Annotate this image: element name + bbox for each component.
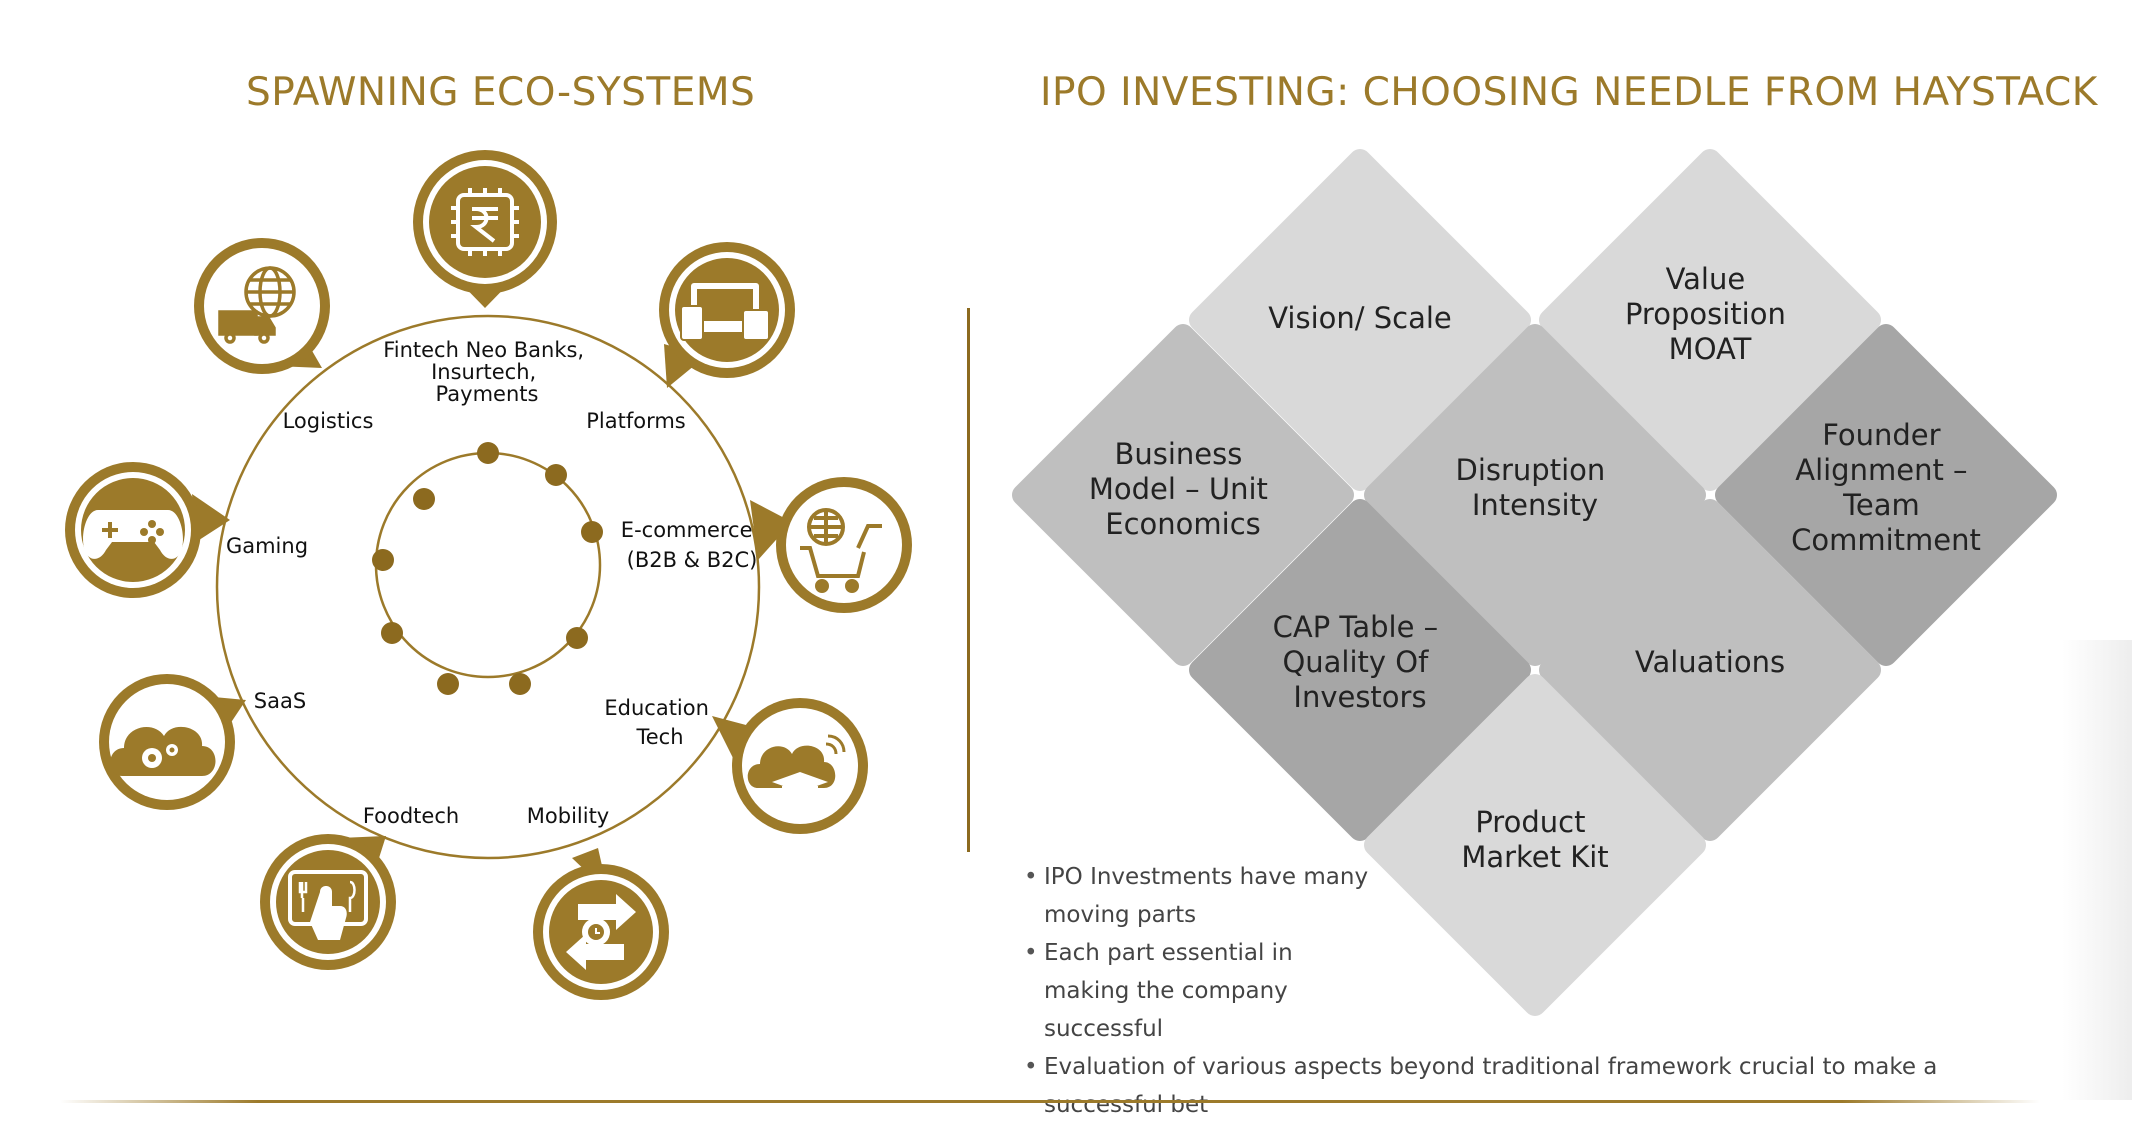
label-ecommerce: E-commerce (B2B & B2C) <box>621 518 759 572</box>
logistics-pin <box>194 238 330 374</box>
inner-dot <box>437 673 459 695</box>
inner-dot <box>372 549 394 571</box>
bullet-item: Each part essential in making the compan… <box>1024 934 2044 1048</box>
svg-text:Disruption Intensity: Disruption Intensity <box>1456 453 1615 522</box>
label-foodtech: Foodtech <box>363 804 459 828</box>
decorative-background-fade <box>2062 640 2132 1100</box>
inner-dot <box>381 622 403 644</box>
cloud-gears-icon <box>110 726 216 776</box>
label-education: Education Tech <box>604 696 715 749</box>
svg-text:Business Model – Unit: Business Model – Unit Economics <box>1089 437 1277 541</box>
label-fintech: Fintech Neo Banks, Insurtech, Payments <box>383 338 591 406</box>
bullet-item: Evaluation of various aspects beyond tra… <box>1024 1048 2044 1124</box>
svg-text:Founder Alignment –: Founder Alignment – Team Commitment <box>1791 418 1981 557</box>
svg-text:CAP Table – Quality Of: CAP Table – Quality Of Investors <box>1273 610 1448 714</box>
label-platforms: Platforms <box>586 409 686 433</box>
diamond-vision: Vision/ Scale <box>1189 149 1531 491</box>
bottom-divider <box>60 1100 2040 1103</box>
education-pin <box>712 698 868 834</box>
foodtech-pin <box>260 834 396 970</box>
label-saas: SaaS <box>254 689 306 713</box>
truck-globe-icon <box>218 266 296 344</box>
cloud-graduation-icon <box>747 734 846 801</box>
diamond-disruption: Disruption Intensity <box>1364 324 1706 666</box>
cart-globe-icon <box>800 508 882 593</box>
devices-icon <box>680 283 770 341</box>
svg-text:Valuations: Valuations <box>1635 645 1785 679</box>
label-mobility: Mobility <box>527 804 609 828</box>
label-gaming: Gaming <box>226 534 308 558</box>
diamond-cap-table: CAP Table – Quality Of Investors <box>1189 499 1531 841</box>
ipo-title: IPO INVESTING: CHOOSING NEEDLE FROM HAYS… <box>1040 70 2098 115</box>
svg-text:Vision/ Scale: Vision/ Scale <box>1268 301 1452 335</box>
diamond-founder: Founder Alignment – Team Commitment <box>1715 324 2057 666</box>
vertical-divider <box>967 308 970 852</box>
platforms-pin <box>659 242 795 388</box>
bullet-item: IPO Investments have many moving parts <box>1024 858 2044 934</box>
inner-dot <box>509 673 531 695</box>
label-logistics: Logistics <box>283 409 374 433</box>
inner-dot <box>545 464 567 486</box>
gaming-pin <box>65 462 230 598</box>
inner-dots <box>372 442 603 695</box>
gamepad-icon <box>83 510 183 559</box>
fintech-pin <box>413 150 557 308</box>
bullet-list: IPO Investments have many moving parts E… <box>1024 858 2044 1124</box>
inner-dot <box>566 627 588 649</box>
svg-text:Value Proposition: Value Proposition MOAT <box>1625 262 1795 366</box>
inner-dot <box>581 521 603 543</box>
rupee-chip-icon <box>451 188 519 256</box>
tablet-food-icon <box>288 870 368 940</box>
inner-dot <box>413 488 435 510</box>
ecosystem-ring <box>215 314 761 860</box>
inner-dot <box>477 442 499 464</box>
saas-pin <box>99 674 246 810</box>
ecommerce-pin <box>750 477 912 613</box>
ecosystem-title: SPAWNING ECO-SYSTEMS <box>246 70 756 115</box>
diamond-business: Business Model – Unit Economics <box>1012 324 1354 666</box>
ipo-diamond-framework: Vision/ Scale Value Proposition MOAT Bus… <box>1012 149 2057 1016</box>
ecosystem-wheel: Fintech Neo Banks, Insurtech, Payments P… <box>65 150 912 1000</box>
diamond-valuations: Valuations <box>1539 499 1881 841</box>
mobility-pin <box>533 848 669 1000</box>
diamond-value: Value Proposition MOAT <box>1539 149 1881 491</box>
gear-arrows-icon <box>566 894 636 970</box>
inner-ring <box>374 451 602 679</box>
